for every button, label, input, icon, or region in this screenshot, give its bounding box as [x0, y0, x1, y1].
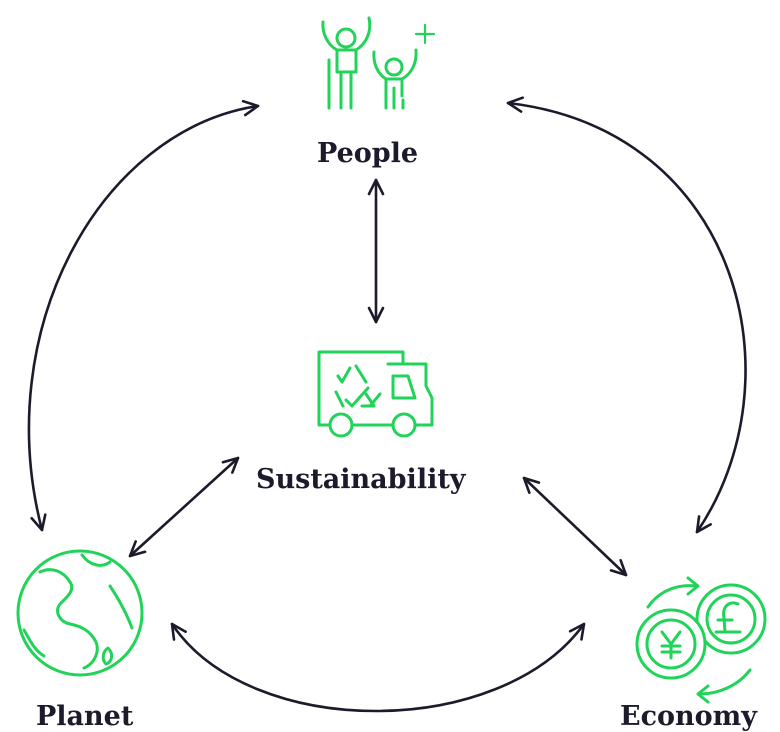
arrow-planet-economy — [170, 622, 586, 713]
arrows — [27, 96, 747, 713]
arrow-planet-sustainability — [128, 456, 240, 558]
arrow-people-economy — [506, 96, 747, 534]
currency-exchange-icon — [635, 576, 767, 704]
people-label: People — [317, 138, 419, 169]
economy-label: Economy — [620, 701, 757, 732]
people-celebrating-icon — [321, 16, 436, 110]
planet-label: Planet — [36, 701, 134, 732]
recycling-truck-icon — [317, 350, 434, 438]
globe-icon — [16, 549, 144, 677]
arrow-sustainability-economy — [522, 476, 628, 577]
arrow-planet-people — [27, 99, 260, 532]
sustainability-label: Sustainability — [256, 464, 466, 495]
